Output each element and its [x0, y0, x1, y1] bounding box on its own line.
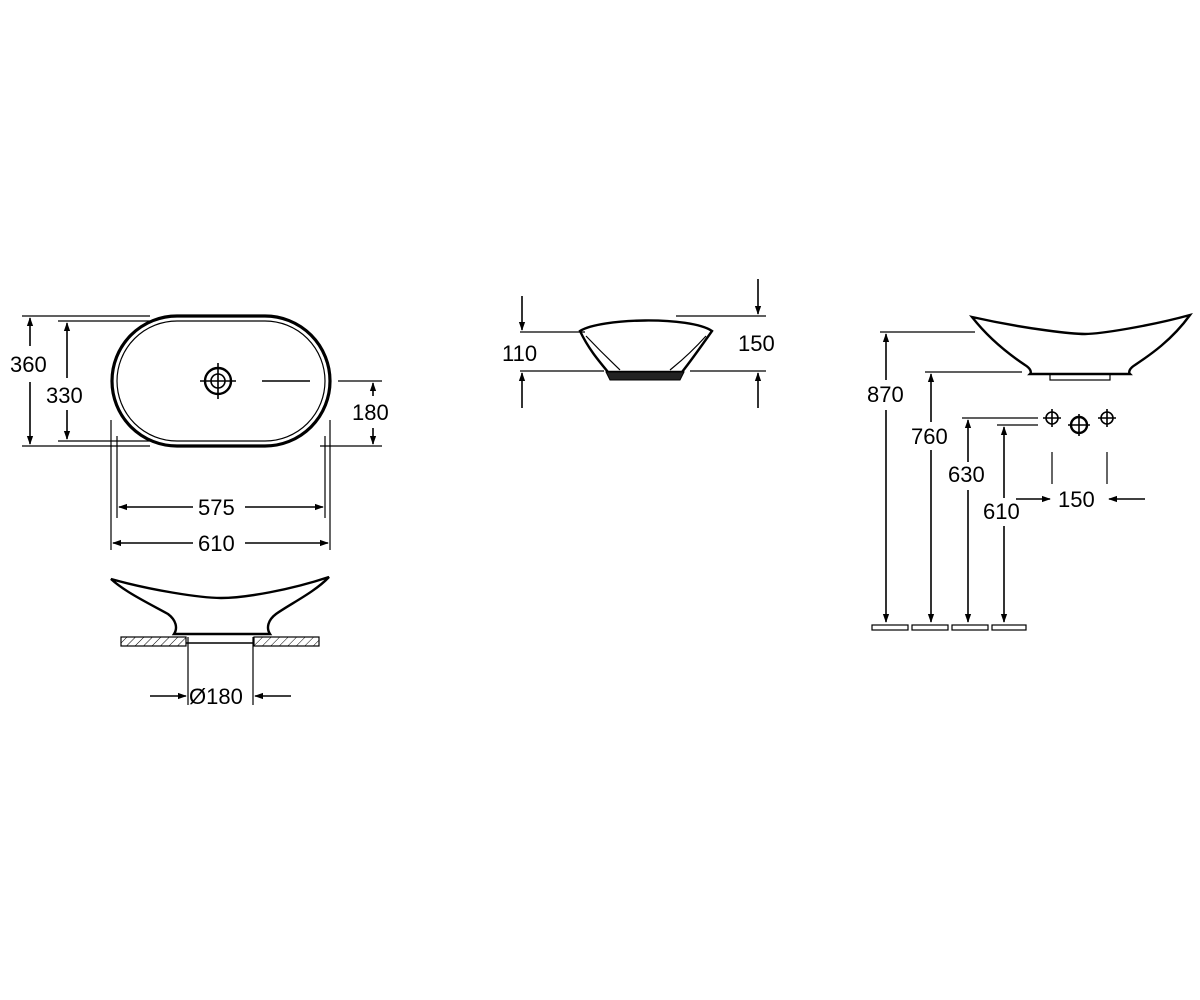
tap-left-icon: [1043, 409, 1061, 427]
dim-overall-height: 150: [738, 331, 775, 356]
floor-segment: [911, 624, 949, 631]
basin-base: [605, 371, 685, 381]
floor-segment: [871, 624, 909, 631]
drain-icon: [200, 363, 236, 399]
front-view: Ø180: [110, 575, 330, 709]
basin-front-profile: [110, 575, 330, 636]
countertop-right: [253, 636, 320, 647]
floor-segment: [991, 624, 1027, 631]
dim-inner-length: 575: [198, 495, 235, 520]
tap-right-icon: [1098, 409, 1116, 427]
dim-outer-length: 610: [198, 531, 235, 556]
side-view: 110 150: [502, 279, 775, 408]
dim-rim-height: 870: [867, 382, 904, 407]
tap-center-icon: [1068, 414, 1090, 436]
dim-inner-depth: 330: [46, 383, 83, 408]
dim-tap-height: 630: [948, 462, 985, 487]
dim-bottom-height: 760: [911, 424, 948, 449]
basin-side-profile: [578, 319, 714, 374]
basin-outer-outline: [110, 314, 332, 448]
dim-drain-diameter: Ø180: [189, 684, 243, 709]
basin-inner-outline: [116, 320, 326, 442]
dim-tap-height-lower: 610: [983, 499, 1020, 524]
floor-segment: [951, 624, 989, 631]
dim-drain-offset: 180: [352, 400, 389, 425]
dim-bowl-height: 110: [502, 341, 537, 366]
installation-view: 150 870 760 630 610: [867, 312, 1193, 631]
dim-tap-spacing: 150: [1058, 487, 1095, 512]
basin-installed-base: [1049, 373, 1111, 381]
dim-outer-depth: 360: [10, 352, 47, 377]
basin-installed-profile: [968, 312, 1193, 376]
countertop-left: [120, 636, 187, 647]
top-view: 360 330 180 575 610: [10, 314, 389, 556]
